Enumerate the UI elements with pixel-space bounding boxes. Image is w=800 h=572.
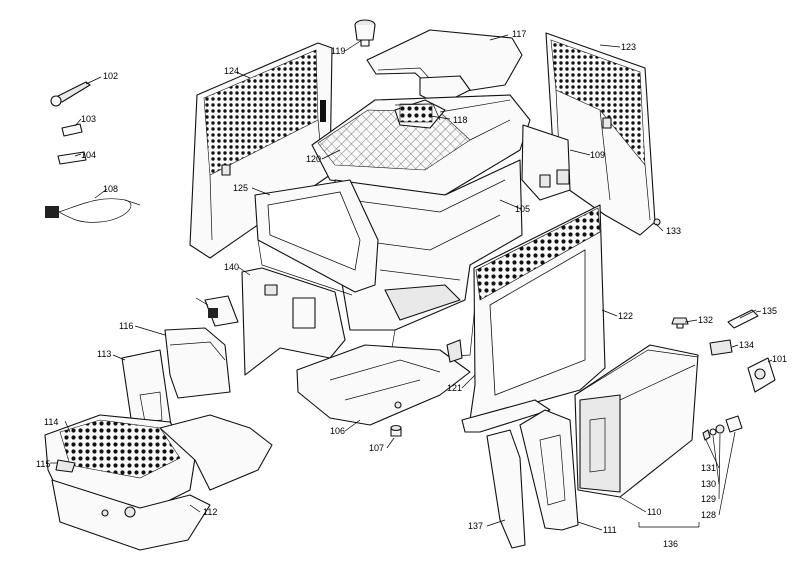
front-strip [55, 459, 76, 473]
small-cylinder [390, 424, 402, 437]
label-134: 135 [762, 306, 777, 316]
label-118: 118 [453, 115, 467, 125]
label-133: 134 [739, 340, 754, 350]
switch-part [747, 357, 776, 393]
label-101: 101 [772, 354, 787, 364]
label-112: 112 [203, 507, 217, 517]
control-board [521, 124, 571, 201]
control-module [394, 103, 441, 121]
front-bezel [461, 204, 606, 433]
knob-part [354, 19, 376, 47]
screw-part [671, 317, 689, 329]
label-136: 137 [468, 521, 483, 531]
base-frame [296, 344, 471, 426]
label-115: 115 [36, 459, 50, 469]
label-106: 106 [330, 426, 345, 436]
label-110: 110 [647, 507, 661, 517]
label-116: 116 [119, 321, 133, 331]
leader-lines [50, 34, 773, 531]
front-panel [241, 267, 346, 376]
main-chassis-frame [334, 159, 523, 361]
label-132: 133 [666, 226, 681, 236]
small-connector [204, 295, 239, 327]
screw-small [653, 218, 661, 226]
label-104: 104 [81, 150, 96, 160]
label-107: 107 [369, 443, 384, 453]
label-128: 129 [701, 494, 716, 504]
label-119: 119 [331, 46, 345, 56]
front-frame [254, 179, 379, 296]
drip-tray [44, 414, 196, 511]
label-131: 132 [698, 315, 713, 325]
label-123: 123 [621, 42, 636, 52]
label-103: 103 [81, 114, 96, 124]
water-tank [574, 344, 699, 498]
label-135: 136 [663, 539, 678, 549]
label-122: 122 [618, 311, 633, 321]
container-bin [164, 327, 231, 399]
small-piece [61, 123, 83, 137]
left-side-panel [189, 42, 333, 259]
label-109: 109 [590, 150, 605, 160]
tank-side-panel [519, 409, 579, 531]
label-121: 121 [447, 383, 462, 393]
sensor-part [727, 309, 759, 329]
label-114: 114 [44, 417, 58, 427]
label-129: 130 [701, 479, 716, 489]
label-111: 111 [603, 525, 617, 535]
label-127: 128 [701, 510, 716, 520]
label-plate [709, 339, 733, 356]
label-102: 102 [103, 71, 118, 81]
side-trim-strip [486, 429, 526, 549]
label-120: 120 [306, 154, 321, 164]
label-137: 140 [224, 262, 239, 272]
right-side-panel [545, 32, 656, 236]
drip-tray-base [51, 414, 273, 551]
part-labels: 102 103 104 108 124 117 119 118 120 123 … [36, 29, 787, 549]
label-117: 117 [512, 29, 526, 39]
label-105: 105 [515, 204, 530, 214]
label-108: 108 [103, 184, 118, 194]
label-125: 125 [233, 183, 248, 193]
power-cord [45, 198, 141, 223]
small-fitting [446, 339, 463, 363]
label-130: 131 [701, 463, 716, 473]
label-124: 124 [224, 66, 239, 76]
valve-assembly [702, 415, 743, 441]
scoop-part [50, 81, 91, 107]
label-113: 113 [97, 349, 111, 359]
top-cover-lid [366, 29, 523, 106]
